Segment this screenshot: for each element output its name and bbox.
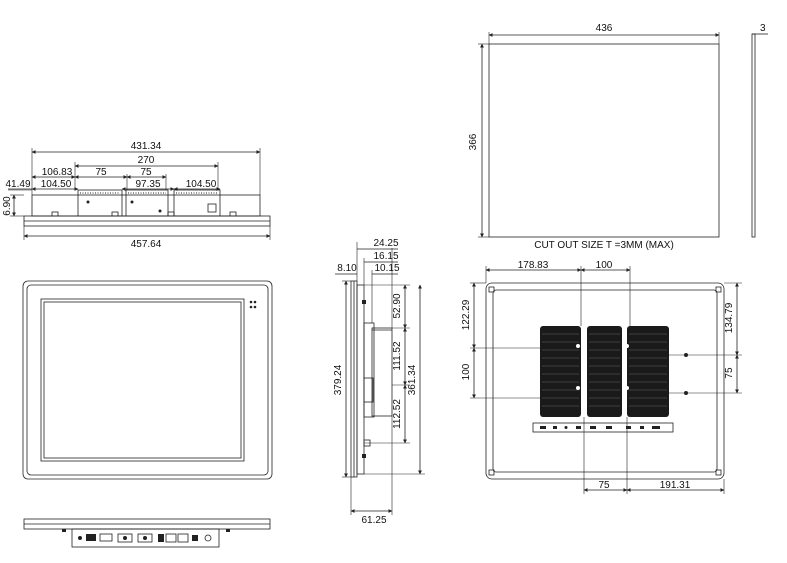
top-75-b-label: 75 [140,167,152,178]
front-bezel-inner [26,284,269,476]
bottom-view [23,518,271,548]
cutout-rectangle [488,43,720,238]
bottom-io-panel [71,528,220,548]
rear-100-top-label: 100 [596,260,613,271]
rear-178-83-label: 178.83 [518,260,549,271]
top-41-49-label: 41.49 [5,179,30,190]
side-361-34-label: 361.34 [407,364,418,395]
side-body [356,284,365,475]
cutout-note: CUT OUT SIZE T =3MM (MAX) [534,240,674,251]
rear-view: 178.83 100 122.29 100 134.79 75 75 191.3… [461,260,742,494]
cutout-view: 436 366 3 CUT OUT SIZE T =3MM (MAX) [468,23,768,251]
front-bezel-outer [22,280,273,480]
cutout-width-label: 436 [596,23,613,34]
cutout-thickness-profile [751,33,756,238]
rear-191-31-label: 191.31 [660,480,691,491]
rear-134-79-label: 134.79 [724,302,735,333]
front-view [22,280,273,480]
rear-122-29-label: 122.29 [461,299,472,330]
side-heatsink [363,322,375,418]
rear-bezel-outer [485,282,725,480]
bottom-io-ports [62,529,230,543]
rear-heatsink [540,326,669,417]
top-75-a-label: 75 [95,167,107,178]
side-61-25-label: 61.25 [361,515,386,526]
side-10-15-label: 10.15 [374,263,399,274]
rear-100-left-label: 100 [461,363,472,380]
rear-body [492,289,718,473]
cutout-thickness-label: 3 [760,23,766,34]
side-112-52-label: 112.52 [392,399,403,429]
top-457-64-label: 457.64 [131,239,162,250]
side-111-52-label: 111.52 [392,341,403,371]
top-overall-label: 431.34 [131,141,162,152]
top-270-label: 270 [138,155,155,166]
front-screen [40,298,245,462]
side-8-10-label: 8.10 [337,263,357,274]
top-104-50-a-label: 104.50 [41,179,72,190]
rear-75-bottom-label: 75 [598,480,610,491]
side-52-90-label: 52.90 [392,293,403,318]
front-indicator-dots [249,300,257,309]
top-104-50-b-label: 104.50 [186,179,217,190]
side-16-15-label: 16.15 [373,251,398,262]
top-6-90-label: 6.90 [2,196,13,216]
top-106-83-label: 106.83 [42,167,73,178]
side-24-25-label: 24.25 [373,238,398,249]
side-379-24-label: 379.24 [333,364,344,395]
side-view: 24.25 16.15 10.15 8.10 379.24 52.90 111.… [333,238,425,526]
top-97-35-label: 97.35 [135,179,160,190]
rear-75-right-label: 75 [724,367,735,379]
cutout-height-label: 366 [468,133,479,150]
top-view-body [31,194,261,217]
top-view: 431.34 270 106.83 75 75 41.49 104.50 97.… [2,141,271,250]
rear-io-strip [532,422,674,433]
